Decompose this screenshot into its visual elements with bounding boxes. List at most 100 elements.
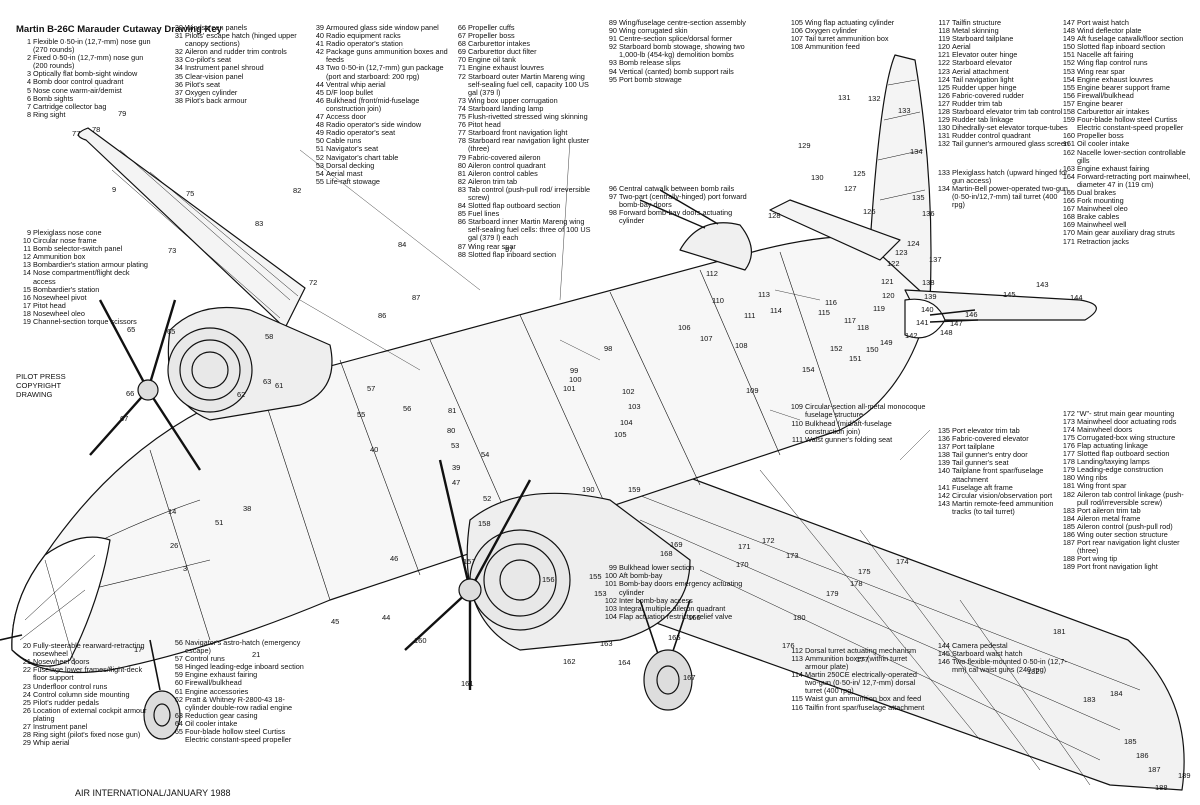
key-number: 148	[1062, 26, 1075, 36]
nose-glazing	[11, 536, 111, 667]
key-text: Aerial attachment	[952, 66, 1009, 76]
key-text: Starboard waist hatch	[952, 649, 1023, 659]
key-number: 25	[22, 697, 31, 707]
key-number: 31	[174, 31, 183, 41]
key-number: 39	[315, 23, 324, 32]
callout-number: 97	[505, 245, 513, 254]
key-number: 5	[26, 85, 31, 95]
key-text: Navigator's chart table	[326, 152, 399, 162]
key-text: Bulkhead (mid/aft-fuselage construction …	[805, 418, 892, 436]
callout-number: 14	[168, 507, 176, 516]
key-text: Slotted flap inboard section	[1077, 42, 1166, 52]
callout-number: 47	[452, 478, 460, 487]
callout-number: 17	[134, 645, 142, 654]
key-text: Aileron and rudder trim controls	[185, 47, 287, 57]
key-number: 77	[457, 128, 466, 138]
key-number: 67	[457, 31, 466, 41]
port-main-gear	[639, 599, 691, 661]
key-number: 24	[22, 689, 31, 699]
callout-number: 65	[167, 327, 175, 336]
key-text: Ring sight (pilot's fixed nose gun)	[33, 730, 141, 740]
key-text: Bulkhead lower section	[619, 563, 695, 573]
key-text: Martin-Bell power-operated two-gun (0·50…	[952, 183, 1068, 209]
key-text: Ammunition box	[33, 252, 86, 262]
key-text: Channel-section torque scissors	[33, 316, 137, 326]
tail-turret	[904, 298, 946, 339]
callout-number: 81	[448, 406, 456, 415]
key-text: Location of external cockpit armour plat…	[33, 705, 147, 723]
callout-number: 99	[570, 366, 578, 375]
key-number: 30	[174, 23, 183, 32]
key-number: 111	[791, 434, 803, 444]
key-text: Rudder control quadrant	[952, 131, 1031, 141]
key-text: Pilot's back armour	[185, 95, 247, 105]
callout-number: 66	[126, 389, 134, 398]
key-number: 13	[22, 260, 31, 270]
key-number: 172	[1062, 408, 1075, 418]
key-text: "W"- strut main gear mounting	[1077, 408, 1175, 418]
key-number: 90	[608, 26, 617, 36]
key-text: Centre-section splice/dorsal former	[619, 34, 733, 44]
key-number: 3	[26, 69, 31, 79]
key-text: Rudder trim tab	[952, 98, 1003, 108]
key-number: 121	[937, 50, 950, 60]
key-number: 149	[1062, 34, 1075, 44]
key-number: 97	[608, 191, 617, 201]
callout-number: 161	[461, 679, 474, 688]
key-number: 21	[22, 657, 31, 667]
key-number: 168	[1062, 212, 1075, 222]
callout-number: 83	[255, 219, 263, 228]
key-text: Tail turret ammunition box	[805, 34, 889, 44]
key-spacer	[788, 444, 926, 647]
key-number: 91	[608, 34, 617, 44]
key-number: 188	[1062, 554, 1075, 564]
key-number: 160	[1062, 131, 1075, 141]
callout-number: 177	[856, 655, 869, 664]
key-text: Instrument panel	[33, 722, 88, 731]
key-number: 101	[604, 579, 617, 589]
key-number: 187	[1062, 538, 1075, 548]
key-text: Aileron tab control linkage (push-pull r…	[1077, 489, 1184, 507]
key-text: Wing ribs	[1077, 473, 1108, 483]
key-text: Engine exhaust fairing	[185, 670, 258, 680]
key-number: 112	[791, 645, 803, 655]
callout-number: 168	[660, 549, 673, 558]
key-number: 43	[315, 63, 324, 73]
key-number: 139	[937, 458, 950, 468]
key-text: Wing outer section structure	[1077, 530, 1168, 540]
key-number: 45	[315, 87, 324, 97]
callout-number: 102	[622, 387, 635, 396]
key-number: 95	[608, 74, 617, 84]
key-spacer	[16, 119, 153, 229]
key-number: 119	[938, 34, 950, 44]
key-text: Carburettor intakes	[468, 39, 531, 49]
key-number: 94	[608, 66, 617, 76]
key-number: 14	[22, 268, 31, 278]
callout-number: 148	[940, 328, 953, 337]
key-text: Port wing tip	[1077, 554, 1118, 564]
